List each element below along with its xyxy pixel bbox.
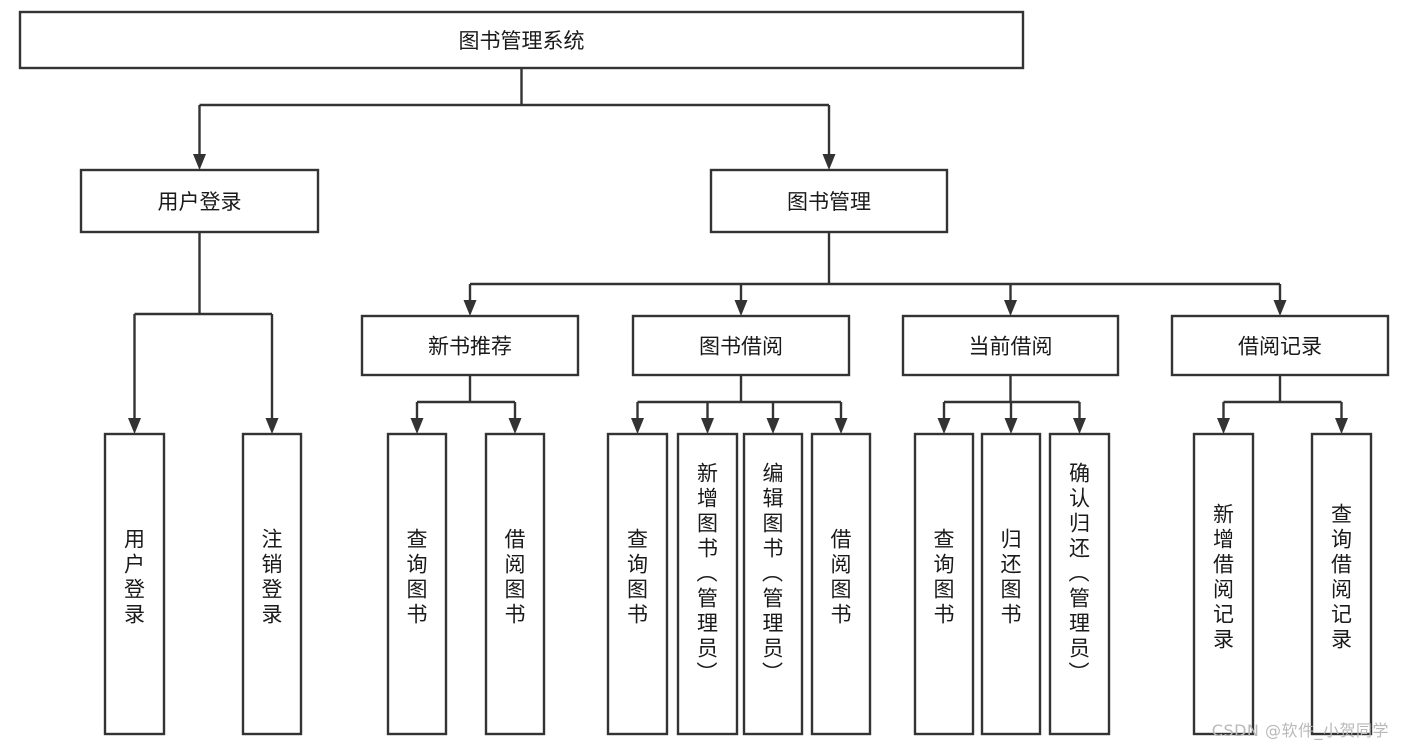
node-box-new-book-rec [360, 314, 580, 377]
node-label-book-borrow: 图书借阅 [699, 335, 783, 359]
node-book-manage[interactable]: 图书管理 [709, 168, 949, 234]
node-user-login[interactable]: 用户登录 [79, 168, 320, 234]
arrow-head-book-manage [822, 154, 836, 170]
node-leaf-query-book-2[interactable]: 查询图书 [606, 432, 669, 736]
node-layer: 图书管理系统用户登录图书管理新书推荐图书借阅当前借阅借阅记录用户登录注销登录查询… [18, 10, 1390, 736]
node-box-leaf-query-book-1 [386, 432, 448, 736]
node-box-leaf-user-login [103, 432, 166, 736]
node-label-leaf-borrow-book-2: 借阅图书 [831, 528, 852, 627]
arrow-head-leaf-borrow-book-1 [508, 418, 522, 434]
node-leaf-edit-book[interactable]: 编辑图书︵管理员︶ [742, 432, 804, 736]
node-box-leaf-logout-login [241, 432, 303, 736]
node-box-leaf-borrow-book-1 [484, 432, 546, 736]
node-label-new-book-rec: 新书推荐 [428, 335, 512, 359]
arrow-head-user-login [193, 154, 206, 170]
arrow-head-leaf-user-login [128, 418, 141, 434]
arrow-head-leaf-add-book [701, 418, 714, 434]
node-label-leaf-borrow-book-1: 借阅图书 [505, 528, 526, 627]
arrow-head-leaf-add-record [1217, 418, 1230, 434]
node-leaf-return-book[interactable]: 归还图书 [980, 432, 1042, 736]
node-label-leaf-add-book: 新增图书︵管理员︶ [697, 462, 719, 686]
edge-group-new-book-rec [410, 375, 522, 434]
node-label-leaf-logout-login: 注销登录 [262, 528, 283, 627]
node-box-leaf-add-book [676, 432, 739, 736]
node-box-user-login [79, 168, 320, 234]
node-leaf-confirm-return[interactable]: 确认归还︵管理员︶ [1048, 432, 1111, 736]
node-label-current-borrow: 当前借阅 [969, 335, 1053, 359]
node-box-borrow-record [1170, 314, 1390, 377]
edge-group-current-borrow [937, 375, 1086, 434]
node-leaf-logout-login[interactable]: 注销登录 [241, 432, 303, 736]
node-current-borrow[interactable]: 当前借阅 [901, 314, 1120, 377]
node-box-leaf-confirm-return [1048, 432, 1111, 736]
node-label-leaf-confirm-return: 确认归还︵管理员︶ [1069, 462, 1091, 686]
arrow-head-borrow-record [1273, 300, 1287, 316]
arrow-head-leaf-query-book-3 [937, 418, 951, 434]
node-label-user-login: 用户登录 [158, 190, 242, 214]
node-label-leaf-edit-book: 编辑图书︵管理员︶ [762, 462, 784, 686]
node-borrow-record[interactable]: 借阅记录 [1170, 314, 1390, 377]
node-leaf-query-book-3[interactable]: 查询图书 [913, 432, 975, 736]
node-new-book-rec[interactable]: 新书推荐 [360, 314, 580, 377]
node-root[interactable]: 图书管理系统 [18, 10, 1025, 70]
node-label-borrow-record: 借阅记录 [1238, 335, 1322, 359]
node-box-book-manage [709, 168, 949, 234]
node-book-borrow[interactable]: 图书借阅 [631, 314, 851, 377]
node-label-leaf-user-login: 用户登录 [124, 528, 145, 627]
node-box-leaf-add-record [1192, 432, 1255, 736]
node-box-leaf-edit-book [742, 432, 804, 736]
node-label-root: 图书管理系统 [459, 29, 585, 53]
node-box-root [18, 10, 1025, 70]
node-label-book-manage: 图书管理 [787, 190, 871, 214]
node-leaf-borrow-book-2[interactable]: 借阅图书 [810, 432, 872, 736]
node-box-book-borrow [631, 314, 851, 377]
arrow-head-leaf-query-book-1 [410, 418, 424, 434]
node-leaf-user-login[interactable]: 用户登录 [103, 432, 166, 736]
node-leaf-query-record[interactable]: 查询借阅记录 [1310, 432, 1373, 736]
node-label-leaf-query-book-1: 查询图书 [407, 528, 428, 627]
node-box-leaf-query-record [1310, 432, 1373, 736]
node-leaf-query-book-1[interactable]: 查询图书 [386, 432, 448, 736]
arrow-head-leaf-borrow-book-2 [834, 418, 848, 434]
edge-group-borrow-record [1217, 375, 1348, 434]
node-box-current-borrow [901, 314, 1120, 377]
node-leaf-add-record[interactable]: 新增借阅记录 [1192, 432, 1255, 736]
node-label-leaf-query-book-2: 查询图书 [627, 528, 648, 627]
arrow-head-new-book-rec [463, 300, 477, 316]
node-box-leaf-query-book-3 [913, 432, 975, 736]
node-box-leaf-borrow-book-2 [810, 432, 872, 736]
node-leaf-borrow-book-1[interactable]: 借阅图书 [484, 432, 546, 736]
arrow-head-leaf-query-record [1335, 418, 1348, 434]
arrow-head-current-borrow [1004, 300, 1017, 316]
edge-group-root [193, 68, 836, 170]
node-box-leaf-query-book-2 [606, 432, 669, 736]
node-label-leaf-return-book: 归还图书 [1001, 528, 1022, 627]
arrow-head-leaf-edit-book [766, 418, 780, 434]
node-label-leaf-query-book-3: 查询图书 [934, 528, 955, 627]
arrow-head-book-borrow [734, 300, 748, 316]
edge-group-user-login [128, 232, 279, 434]
arrow-head-leaf-logout-login [265, 418, 279, 434]
arrow-head-leaf-query-book-2 [631, 418, 644, 434]
arrow-head-leaf-return-book [1004, 418, 1018, 434]
node-label-leaf-add-record: 新增借阅记录 [1213, 503, 1234, 652]
node-label-leaf-query-record: 查询借阅记录 [1331, 503, 1352, 652]
edge-group-book-borrow [631, 375, 848, 434]
edge-layer [128, 68, 1348, 434]
node-leaf-add-book[interactable]: 新增图书︵管理员︶ [676, 432, 739, 736]
edge-group-book-manage [463, 232, 1287, 316]
arrow-head-leaf-confirm-return [1073, 418, 1086, 434]
node-box-leaf-return-book [980, 432, 1042, 736]
